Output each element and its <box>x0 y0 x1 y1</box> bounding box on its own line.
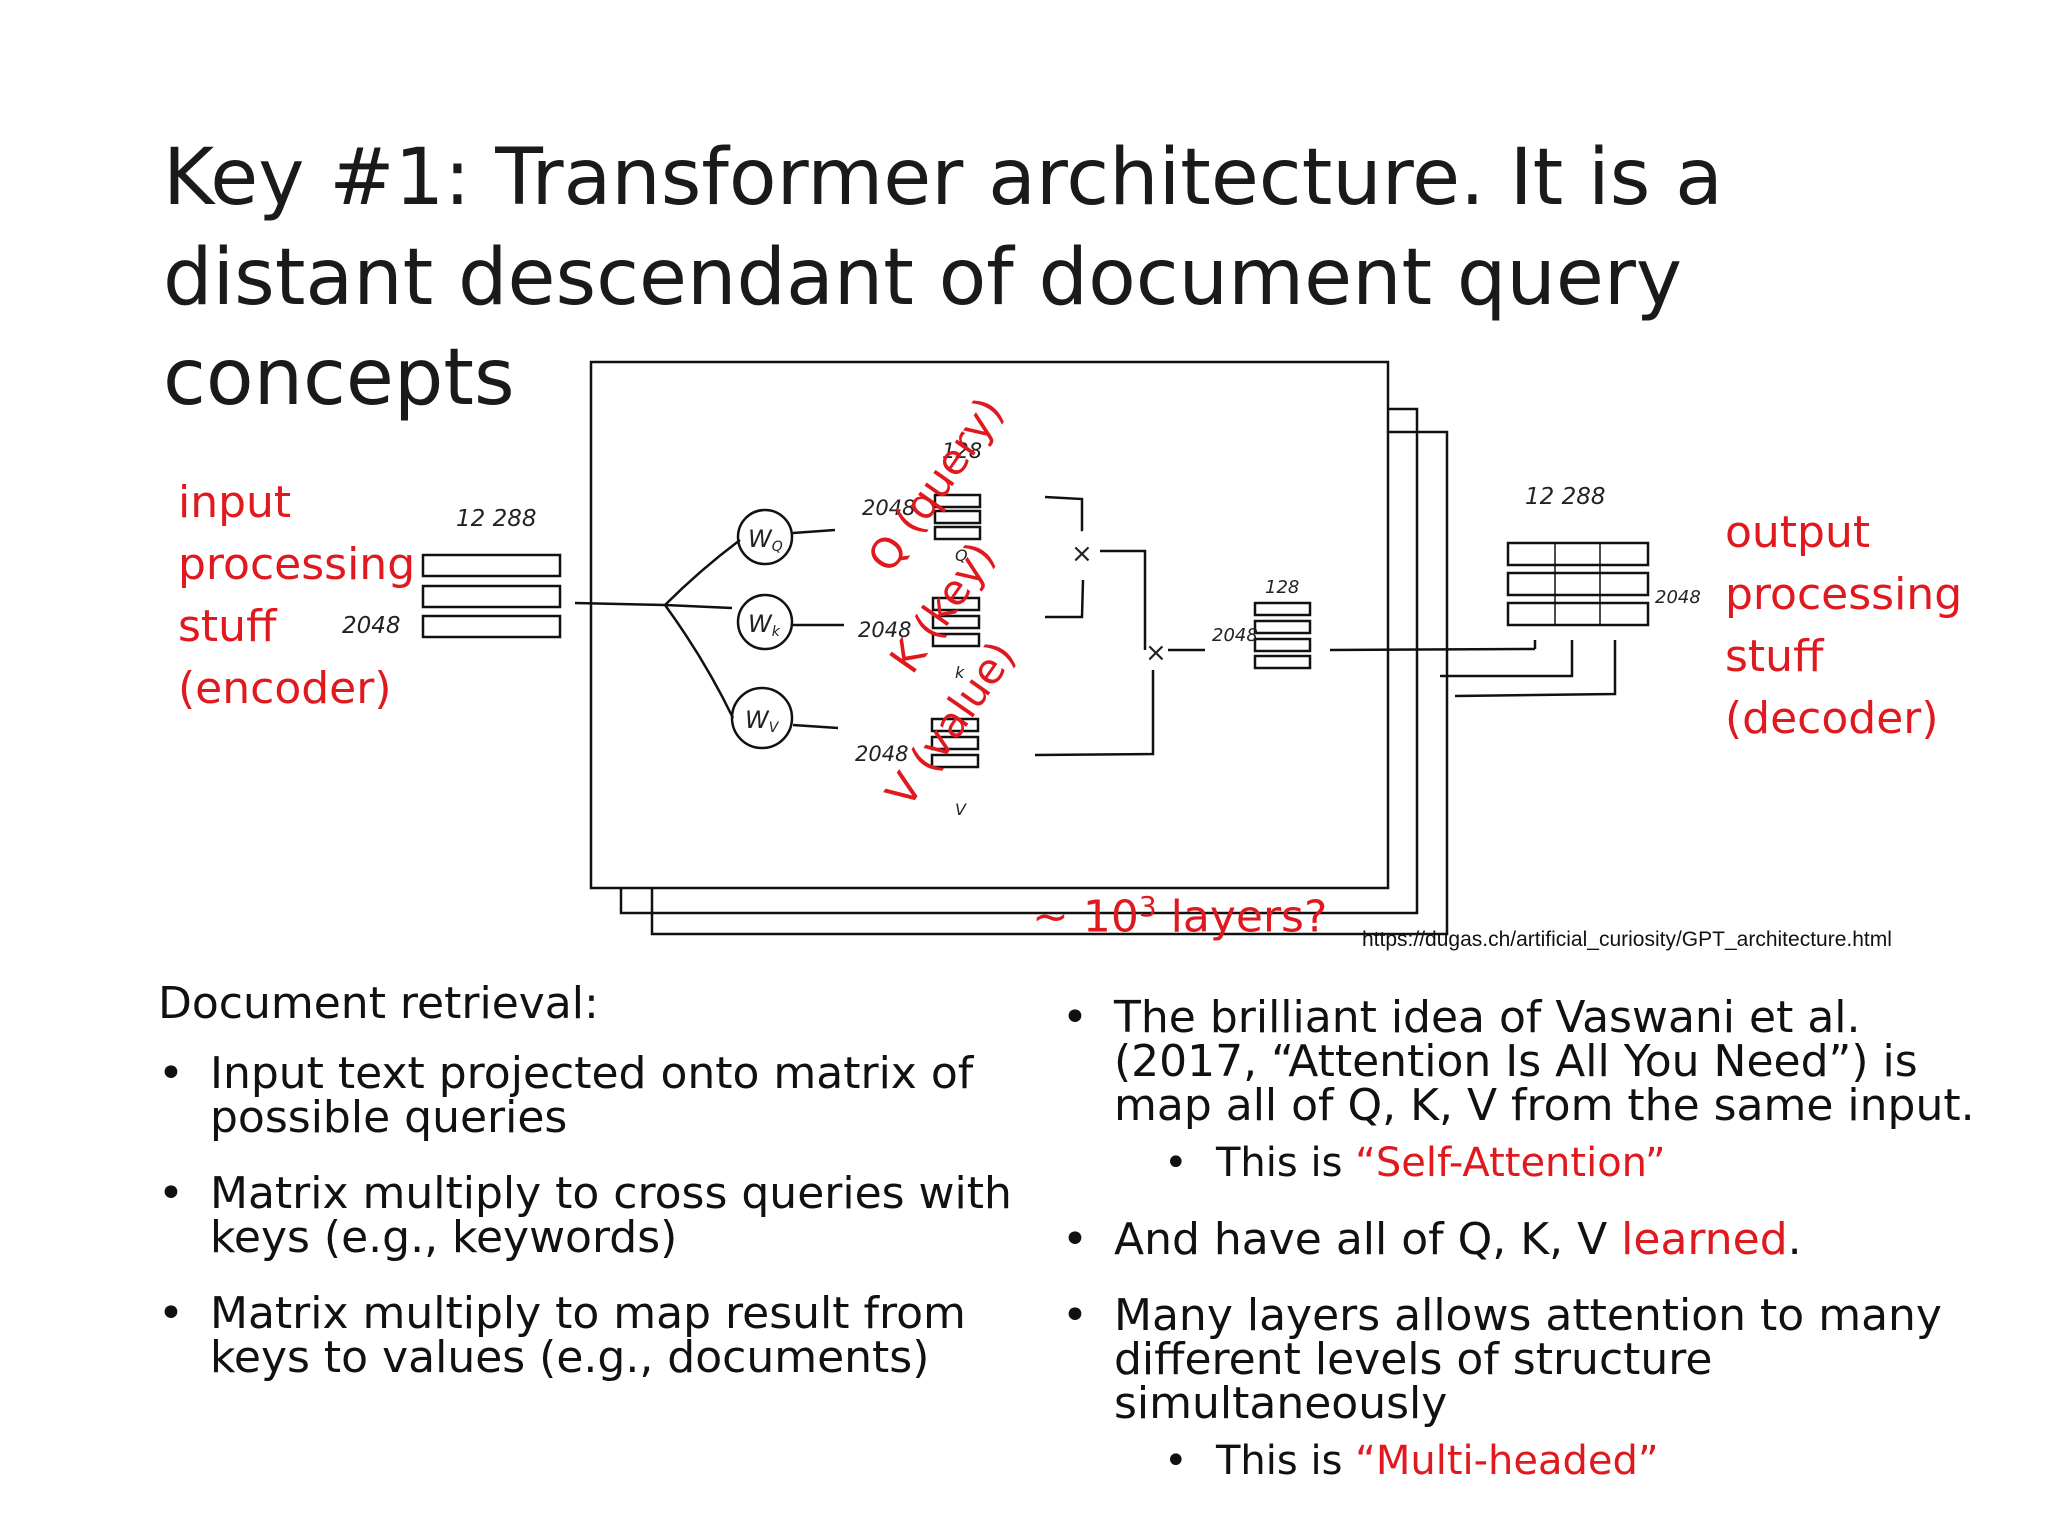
document-retrieval-heading: Document retrieval: <box>158 978 599 1029</box>
fork-q <box>664 539 741 606</box>
multiply-sign-2: × <box>1145 638 1167 668</box>
attn-dim-top: 128 <box>1265 577 1299 598</box>
multiply-sign-1: × <box>1071 539 1093 569</box>
list-item: The brilliant idea of Vaswani et al. (20… <box>1062 996 2002 1187</box>
input-processing-label: input processing stuff (encoder) <box>178 477 416 714</box>
v-to-mult <box>1034 670 1155 757</box>
wk-circle <box>736 593 794 651</box>
wq-label: WQ <box>748 525 783 555</box>
self-attention-column: The brilliant idea of Vaswani et al. (20… <box>1062 996 2002 1516</box>
list-item: Input text projected onto matrix of poss… <box>158 1052 1018 1140</box>
q-dim-side: 2048 <box>862 496 915 520</box>
input-line <box>574 601 666 607</box>
v-dim-side: 2048 <box>855 742 908 766</box>
source-url: https://dugas.ch/artificial_curiosity/GP… <box>1362 928 1892 951</box>
k-letter: k <box>955 663 965 682</box>
input-dim-top: 12 288 <box>456 506 536 532</box>
attn-dim-side: 2048 <box>1212 625 1258 646</box>
attention-output-matrix <box>1253 601 1312 670</box>
wk-label: Wk <box>748 610 781 640</box>
list-item: Matrix multiply to map result from keys … <box>158 1292 1018 1380</box>
slide-title: Key #1: Transformer architecture. It is … <box>163 133 1723 423</box>
wq-circle <box>736 508 794 566</box>
document-retrieval-column: Document retrieval: Input text projected… <box>158 978 1018 1412</box>
output-processing-label: output processing stuff (decoder) <box>1725 507 1963 744</box>
list-item: Matrix multiply to cross queries with ke… <box>158 1172 1018 1260</box>
input-dim-side: 2048 <box>342 613 401 639</box>
output-dim-side: 2048 <box>1655 587 1701 608</box>
layers-note: ~ 103 layers? <box>1032 890 1328 943</box>
wv-circle <box>730 686 794 750</box>
output-matrix <box>1506 541 1650 627</box>
list-subitem: This is “Self-Attention” <box>1164 1140 2002 1186</box>
list-item: Many layers allows attention to many dif… <box>1062 1294 2002 1485</box>
list-subitem: This is “Multi-headed” <box>1164 1438 2002 1484</box>
k-dim-side: 2048 <box>858 618 911 642</box>
self-attention-list: The brilliant idea of Vaswani et al. (20… <box>1062 996 2002 1485</box>
q-dim-top: 128 <box>942 439 982 463</box>
list-item: And have all of Q, K, V learned. <box>1062 1218 2002 1263</box>
v-matrix <box>930 717 980 769</box>
q-to-mult <box>1044 495 1084 532</box>
fork-v <box>663 604 735 719</box>
q-matrix <box>933 493 982 541</box>
input-matrix <box>421 553 562 639</box>
k-to-mult <box>1045 579 1085 619</box>
attn-to-output <box>1329 647 1536 652</box>
document-retrieval-list: Input text projected onto matrix of poss… <box>158 1052 1018 1380</box>
fork-k <box>664 603 733 610</box>
output-dim-top: 12 288 <box>1525 484 1605 510</box>
q-letter: Q <box>955 546 968 565</box>
k-matrix <box>931 596 981 648</box>
wv-label: WV <box>745 706 780 736</box>
v-letter: V <box>955 800 967 819</box>
